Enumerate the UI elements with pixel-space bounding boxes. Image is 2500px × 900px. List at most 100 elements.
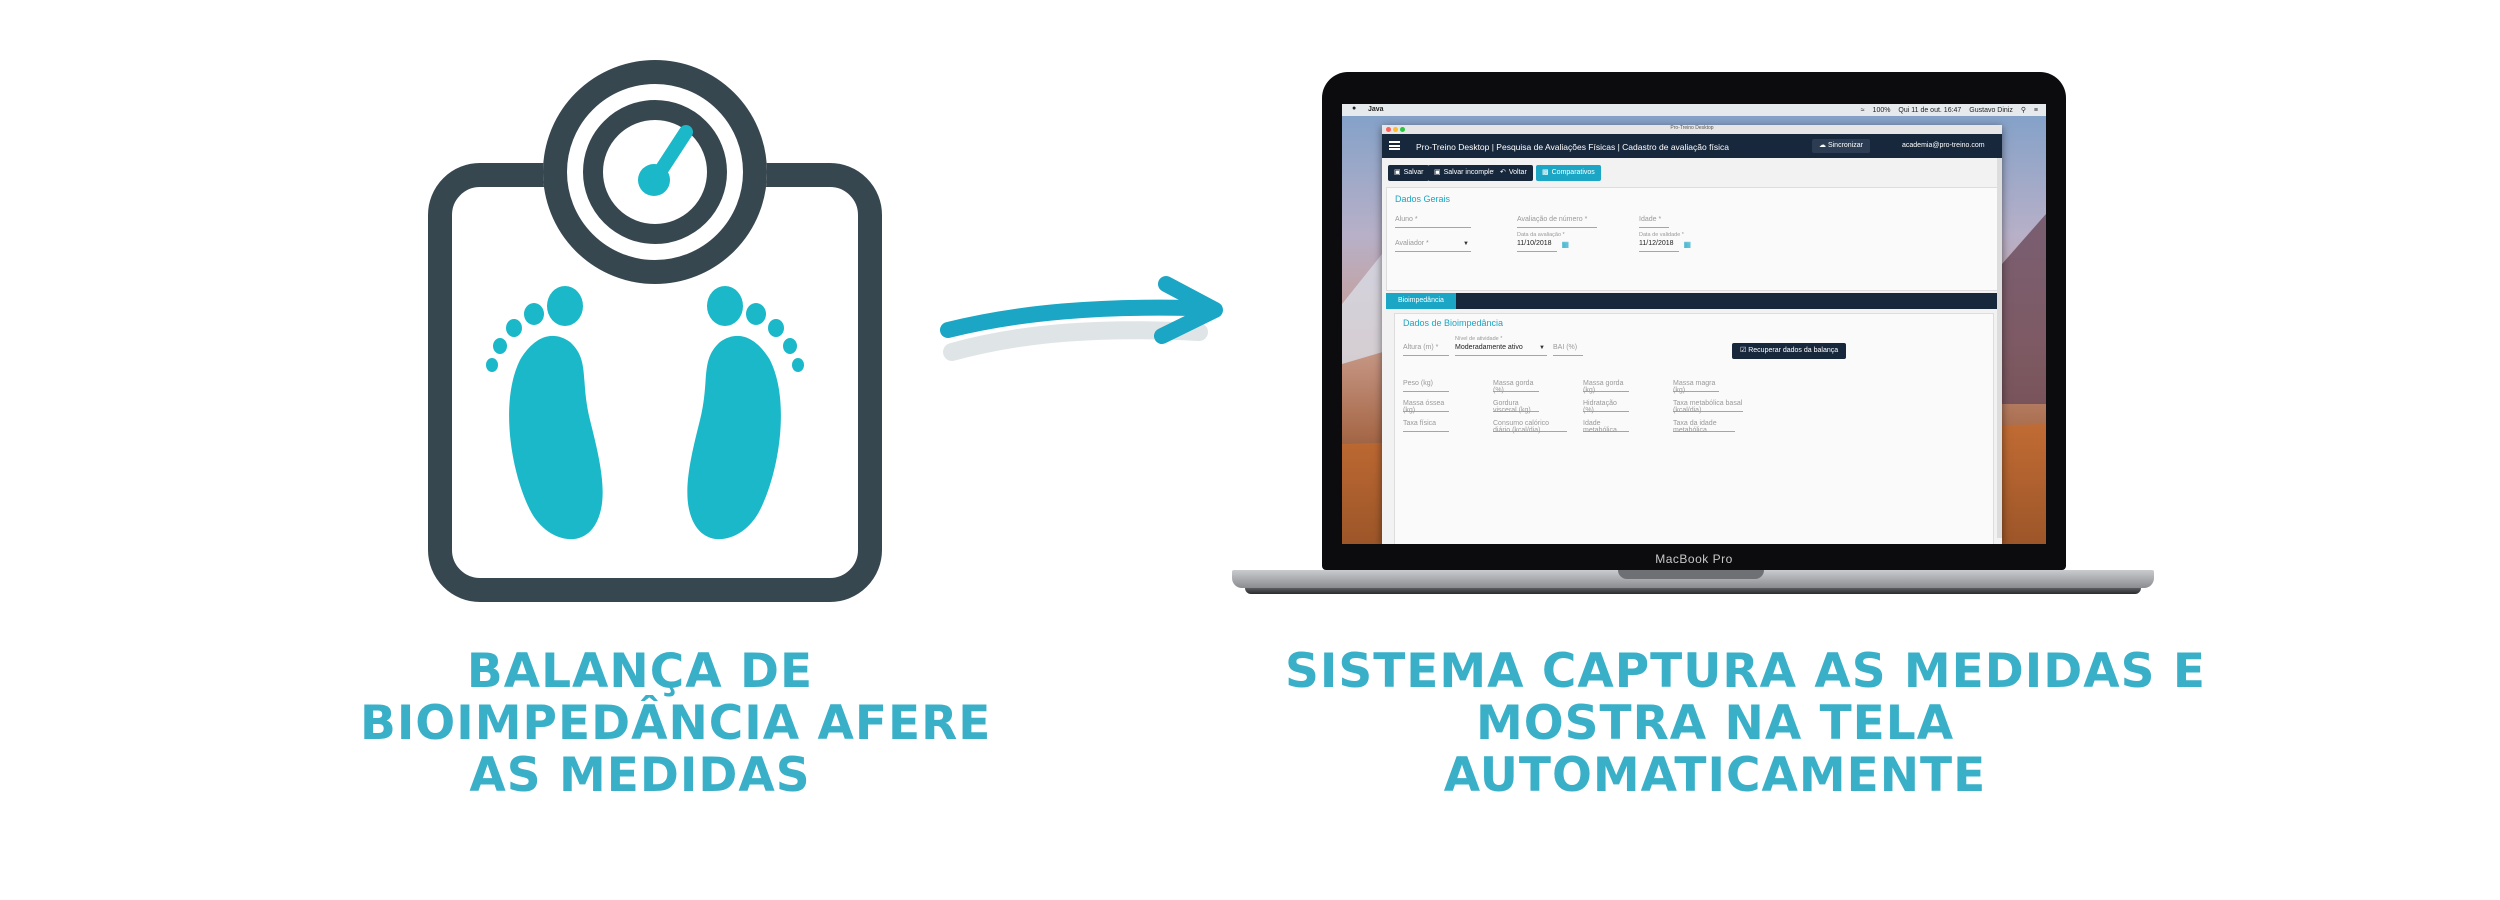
apple-icon[interactable]: ●	[1352, 105, 1357, 112]
field-label: Avaliador *	[1395, 240, 1429, 247]
scrollbar[interactable]	[1997, 158, 2002, 538]
sync-label: Sincronizar	[1827, 142, 1863, 149]
menubar-user[interactable]: Gustavo Diniz	[1969, 107, 2013, 114]
bai-field[interactable]: BAI (%)	[1553, 344, 1583, 356]
left-foot-icon	[486, 286, 603, 540]
idade-metabolica-field[interactable]: Idade metabólica	[1583, 420, 1629, 434]
menubar-datetime[interactable]: Qui 11 de out. 16:47	[1898, 107, 1962, 114]
field-label: Nível de atividade *	[1455, 336, 1503, 342]
field-label: Massa magra (kg)	[1673, 380, 1716, 394]
field-label: Data da avaliação *	[1517, 232, 1565, 238]
general-data-card: Dados Gerais Aluno * Avaliação de número…	[1386, 187, 2000, 291]
floppy-icon: ▣	[1394, 169, 1401, 176]
data-validade-field[interactable]: Data de validade * 11/12/2018 ▦	[1639, 232, 1691, 252]
save-label: Salvar	[1403, 169, 1424, 176]
taxa-idade-metabolica-field[interactable]: Taxa da idade metabólica	[1673, 420, 1735, 434]
peso-field[interactable]: Peso (kg)	[1403, 380, 1449, 392]
field-label: Altura (m) *	[1403, 344, 1439, 351]
massa-magra-field[interactable]: Massa magra (kg)	[1673, 380, 1719, 394]
system-caption-line: SISTEMA CAPTURA AS MEDIDAS E	[1285, 644, 2206, 699]
field-label: Idade metabólica	[1583, 420, 1617, 434]
window-titlebar: Pro-Treino Desktop	[1382, 125, 2002, 134]
massa-ossea-field[interactable]: Massa óssea (kg)	[1403, 400, 1449, 414]
wifi-icon[interactable]: ≈	[1860, 107, 1865, 114]
bioimpedance-scale-icon	[428, 60, 882, 602]
gordura-visceral-field[interactable]: Gordura visceral (kg)	[1493, 400, 1539, 414]
laptop-notch	[1618, 570, 1764, 579]
recover-scale-data-button[interactable]: ☑ Recuperar dados da balança	[1732, 343, 1847, 359]
tab-bar: Bioimpedância	[1386, 293, 1998, 309]
consumo-calorico-field[interactable]: Consumo calórico diário (kcal/dia)	[1493, 420, 1567, 434]
minimize-window-icon[interactable]	[1393, 127, 1398, 132]
app-header: Pro-Treino Desktop | Pesquisa de Avaliaç…	[1382, 134, 2002, 158]
menubar-app-name[interactable]: Java	[1368, 106, 1384, 113]
section-title: Dados de Bioimpedância	[1403, 318, 1504, 328]
bar-chart-icon: ▩	[1542, 169, 1549, 176]
save-button[interactable]: ▣Salvar	[1388, 165, 1430, 181]
tab-bioimpedancia[interactable]: Bioimpedância	[1386, 293, 1456, 309]
close-window-icon[interactable]	[1386, 127, 1391, 132]
field-label: Avaliação de número *	[1517, 216, 1588, 223]
field-label: Massa gorda (%)	[1493, 380, 1534, 394]
app-window: Pro-Treino Desktop Pro-Treino Desktop | …	[1382, 125, 2002, 544]
search-icon[interactable]: ⚲	[2020, 107, 2026, 114]
cloud-icon: ☁	[1819, 142, 1828, 149]
laptop-brand: MacBook Pro	[1655, 552, 1733, 566]
battery-label[interactable]: 100%	[1872, 107, 1891, 114]
field-value: 11/12/2018	[1639, 240, 1674, 247]
scale-caption-line: BIOIMPEDÂNCIA AFERE	[360, 696, 992, 751]
scale-caption: BALANÇA DE BIOIMPEDÂNCIA AFERE AS MEDIDA…	[360, 644, 992, 803]
massa-gorda-kg-field[interactable]: Massa gorda (kg)	[1583, 380, 1629, 394]
massa-gorda-pct-field[interactable]: Massa gorda (%)	[1493, 380, 1539, 394]
compare-button[interactable]: ▩Comparativos	[1536, 165, 1601, 181]
maximize-window-icon[interactable]	[1400, 127, 1405, 132]
sync-button[interactable]: ☁ Sincronizar	[1812, 139, 1870, 153]
scale-caption-line: AS MEDIDAS	[469, 748, 811, 803]
laptop-base-shadow	[1245, 588, 2141, 594]
field-label: Taxa física	[1403, 420, 1437, 427]
undo-icon: ↶	[1500, 169, 1506, 176]
taxa-fisica-field[interactable]: Taxa física	[1403, 420, 1449, 432]
save-incomplete-button[interactable]: ▣Salvar incompleto	[1428, 165, 1506, 181]
field-label: Taxa metabólica basal (kcal/dia)	[1673, 400, 1743, 414]
back-button[interactable]: ↶Voltar	[1494, 165, 1533, 181]
checkbox-icon: ☑	[1740, 347, 1749, 354]
chevron-down-icon: ▼	[1539, 345, 1545, 351]
recover-label: Recuperar dados da balança	[1748, 347, 1839, 354]
idade-field[interactable]: Idade *	[1639, 216, 1669, 228]
system-caption-line: AUTOMATICAMENTE	[1443, 748, 1987, 803]
laptop-screen: ● Java ≈ 100% Qui 11 de out. 16:47 Gusta…	[1342, 104, 2046, 544]
page-title: Pro-Treino Desktop | Pesquisa de Avaliaç…	[1416, 142, 1729, 152]
field-value: Moderadamente ativo	[1455, 344, 1523, 351]
right-foot-icon	[687, 286, 804, 540]
avaliador-select[interactable]: Avaliador * ▼	[1395, 240, 1471, 252]
user-email[interactable]: academia@pro-treino.com	[1902, 142, 1985, 149]
avaliacao-numero-field[interactable]: Avaliação de número *	[1517, 216, 1597, 228]
field-label: Massa gorda (kg)	[1583, 380, 1624, 394]
field-label: Aluno *	[1395, 216, 1418, 223]
section-title: Dados Gerais	[1395, 194, 1451, 204]
field-label: Consumo calórico diário (kcal/dia)	[1493, 420, 1550, 434]
nivel-atividade-select[interactable]: Nível de atividade * Moderadamente ativo ▼	[1455, 336, 1547, 356]
taxa-metabolica-basal-field[interactable]: Taxa metabólica basal (kcal/dia)	[1673, 400, 1743, 414]
calendar-icon[interactable]: ▦	[1561, 240, 1569, 249]
calendar-icon[interactable]: ▦	[1683, 240, 1691, 249]
field-label: Data de validade *	[1639, 232, 1684, 238]
data-avaliacao-field[interactable]: Data da avaliação * 11/10/2018 ▦	[1517, 232, 1569, 252]
hamburger-menu-icon[interactable]	[1389, 141, 1400, 150]
compare-label: Comparativos	[1551, 169, 1595, 176]
aluno-field[interactable]: Aluno *	[1395, 216, 1471, 228]
system-caption-line: MOSTRA NA TELA	[1475, 696, 1955, 751]
menu-list-icon[interactable]: ≡	[2033, 107, 2038, 114]
chevron-down-icon: ▼	[1463, 241, 1469, 247]
bioimpedance-card: Dados de Bioimpedância Altura (m) * Níve…	[1394, 313, 1994, 544]
hidratacao-field[interactable]: Hidratação (%)	[1583, 400, 1629, 414]
window-title: Pro-Treino Desktop	[1670, 125, 1714, 131]
field-value: 11/10/2018	[1517, 240, 1552, 247]
scale-caption-line: BALANÇA DE	[466, 644, 814, 699]
arrow-right-icon	[940, 276, 1223, 361]
field-label: Idade *	[1639, 216, 1662, 223]
floppy-icon: ▣	[1434, 169, 1441, 176]
altura-field[interactable]: Altura (m) *	[1403, 344, 1449, 356]
mac-menubar: ● Java ≈ 100% Qui 11 de out. 16:47 Gusta…	[1342, 104, 2046, 116]
